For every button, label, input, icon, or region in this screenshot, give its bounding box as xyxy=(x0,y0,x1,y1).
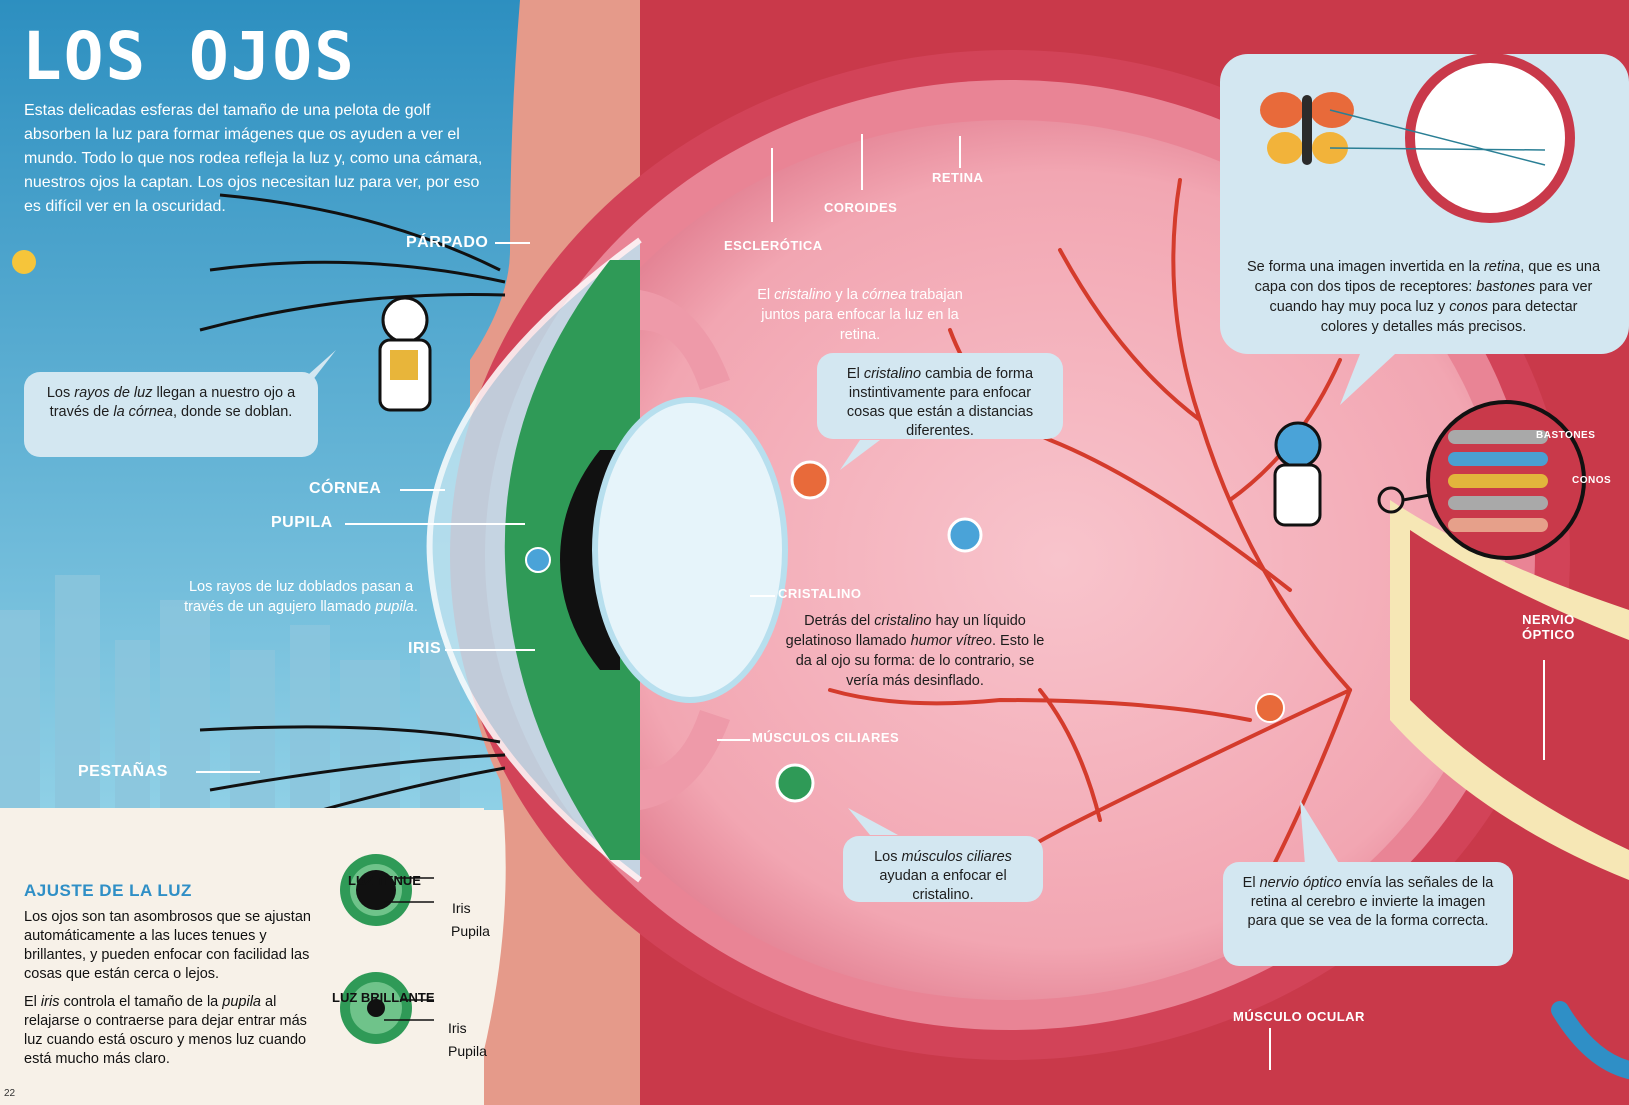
sun-icon xyxy=(12,250,36,274)
city-skyline xyxy=(0,575,460,810)
ciliary-muscle xyxy=(640,290,730,390)
label-esclerotica: ESCLERÓTICA xyxy=(724,238,823,253)
bubble-cristalino-forma: El cristalino cambia de forma instintiva… xyxy=(817,353,1063,439)
bubble-imagen-invertida: Se forma una imagen invertida en la reti… xyxy=(1246,259,1601,335)
text-pupila: Los rayos de luz doblados pasan a través… xyxy=(184,579,418,615)
bright-iris-label: Iris xyxy=(448,1020,467,1036)
label-retina: RETINA xyxy=(932,170,984,185)
page-number: 22 xyxy=(4,1088,16,1099)
label-coroides: COROIDES xyxy=(824,200,898,215)
page-title: LOS OJOS xyxy=(22,18,356,95)
text-humor-vitreo: Detrás del cristalino hay un líquido gel… xyxy=(785,613,1045,689)
bubble-nervio-optico: El nervio óptico envía las señales de la… xyxy=(1223,862,1513,966)
bright-light-eye-icon xyxy=(340,972,412,1044)
astronaut-small-icons xyxy=(525,460,1285,803)
inset-eye-diagram xyxy=(1405,53,1575,223)
dim-pupila-label: Pupila xyxy=(451,923,490,939)
text-cristalino-cornea: El cristalino y la córnea trabajan junto… xyxy=(757,287,963,343)
bubble-musculos-ciliares: Los músculos ciliares ayudan a enfocar e… xyxy=(843,836,1043,903)
bright-pupila-label: Pupila xyxy=(448,1043,487,1059)
astronaut-cat-icon xyxy=(378,296,432,412)
label-pupila: PUPILA xyxy=(271,514,333,531)
light-section-heading: AJUSTE DE LA LUZ xyxy=(24,881,192,900)
label-parpado: PÁRPADO xyxy=(406,234,489,251)
dim-iris-label: Iris xyxy=(452,900,471,916)
bubble-rayos-de-luz: Los rayos de luz llegan a nuestro ojo a … xyxy=(24,372,318,457)
astronaut-cat-2-icon xyxy=(1273,421,1322,527)
label-iris: IRIS xyxy=(408,640,442,657)
label-musculos-ciliares: MÚSCULOS CILIARES xyxy=(752,730,900,745)
label-musculo-ocular: MÚSCULO OCULAR xyxy=(1233,1009,1365,1024)
light-paragraph-1: Los ojos son tan asombrosos que se ajust… xyxy=(24,909,311,982)
light-paragraph-2: El iris controla el tamaño de la pupila … xyxy=(24,994,307,1067)
intro-text: Estas delicadas esferas del tamaño de un… xyxy=(24,102,483,215)
label-cornea: CÓRNEA xyxy=(309,480,382,497)
rods-and-cones-icon xyxy=(1448,430,1548,532)
label-conos: CONOS xyxy=(1572,475,1612,486)
lens xyxy=(592,397,788,703)
tube-decoration xyxy=(1551,1001,1629,1079)
label-bastones: BASTONES xyxy=(1536,430,1596,441)
label-cristalino: CRISTALINO xyxy=(778,586,862,601)
label-pestanas: PESTAÑAS xyxy=(78,763,168,780)
label-luz-tenue: LUZ TENUE xyxy=(348,873,421,888)
dim-light-eye-icon xyxy=(340,854,412,926)
label-luz-brillante: LUZ BRILLANTE xyxy=(332,990,435,1005)
